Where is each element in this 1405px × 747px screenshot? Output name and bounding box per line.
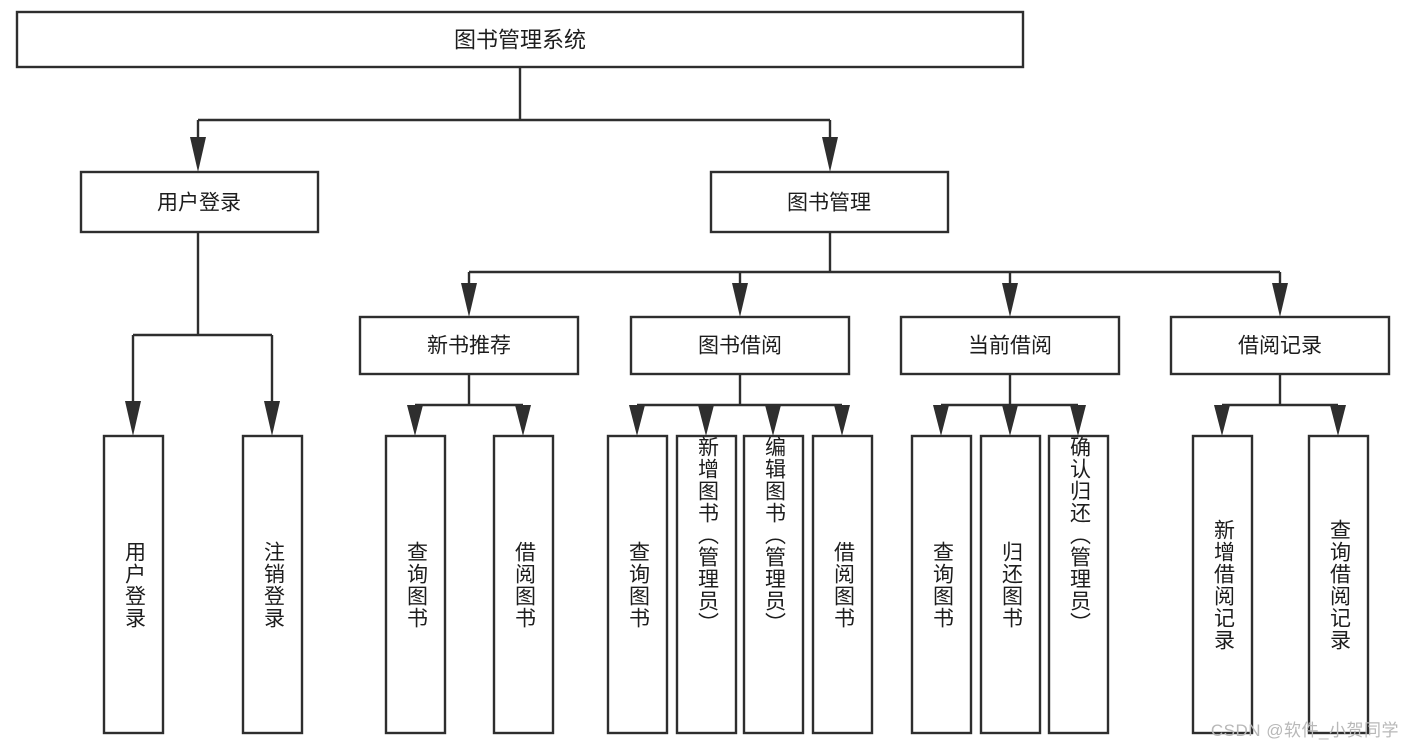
arrow-to-leaf-borrow-book-2: [834, 405, 850, 436]
leaf-box-borrow-book-1[interactable]: [492, 434, 555, 735]
arrow-to-leaf-query-book-1: [407, 405, 423, 436]
leaf-box-query-record[interactable]: [1307, 434, 1370, 735]
leaf-box-borrow-book-2[interactable]: [811, 434, 874, 735]
arrow-to-user-login: [190, 137, 206, 172]
new-book-recommend-box[interactable]: [358, 315, 580, 376]
leaf-box-query-book-1[interactable]: [384, 434, 447, 735]
arrow-to-leaf-add-record: [1214, 405, 1230, 436]
current-borrow-label: 当前借阅: [968, 335, 1052, 358]
book-manage-label: 图书管理: [787, 192, 871, 215]
leaf-box-query-book-2[interactable]: [606, 434, 669, 735]
book-borrow-label: 图书借阅: [698, 335, 782, 358]
node-new-book-recommend[interactable]: 新书推荐: [358, 315, 580, 376]
arrow-to-leaf-logout-login: [264, 401, 280, 436]
leaf-box-confirm-return[interactable]: [1047, 434, 1110, 735]
arrow-to-leaf-query-record: [1330, 405, 1346, 436]
node-book-manage[interactable]: 图书管理: [709, 170, 950, 234]
borrow-record-box[interactable]: [1169, 315, 1391, 376]
node-root[interactable]: 图书管理系统: [15, 10, 1025, 69]
node-current-borrow[interactable]: 当前借阅: [899, 315, 1121, 376]
arrow-to-leaf-return-book: [1002, 405, 1018, 436]
leaf-box-edit-book[interactable]: [742, 434, 805, 735]
user-login-box[interactable]: [79, 170, 320, 234]
new-book-recommend-label: 新书推荐: [427, 335, 511, 358]
arrow-to-borrow-record: [1272, 283, 1288, 317]
leaf-boxes: [102, 434, 1370, 735]
node-user-login[interactable]: 用户登录: [79, 170, 320, 234]
book-borrow-box[interactable]: [629, 315, 851, 376]
book-manage-box[interactable]: [709, 170, 950, 234]
arrow-to-new-book-recommend: [461, 283, 477, 317]
current-borrow-box[interactable]: [899, 315, 1121, 376]
arrow-to-leaf-query-book-2: [629, 405, 645, 436]
root-label: 图书管理系统: [454, 28, 586, 53]
arrow-to-leaf-confirm-return: [1070, 405, 1086, 436]
node-borrow-record[interactable]: 借阅记录: [1169, 315, 1391, 376]
root-box[interactable]: [15, 10, 1025, 69]
leaf-box-add-record[interactable]: [1191, 434, 1254, 735]
leaf-box-logout-login[interactable]: [241, 434, 304, 735]
leaf-box-add-book[interactable]: [675, 434, 738, 735]
arrow-to-leaf-edit-book: [765, 405, 781, 436]
leaf-box-user-login[interactable]: [102, 434, 165, 735]
csdn-watermark: CSDN @软件_小贺同学: [1210, 721, 1399, 740]
user-login-label: 用户登录: [157, 192, 241, 215]
arrow-to-leaf-query-book-3: [933, 405, 949, 436]
arrow-to-book-manage: [822, 137, 838, 172]
connectors: [125, 67, 1346, 436]
leaf-box-return-book[interactable]: [979, 434, 1042, 735]
node-book-borrow[interactable]: 图书借阅: [629, 315, 851, 376]
arrow-to-leaf-borrow-book-1: [515, 405, 531, 436]
arrow-to-book-borrow: [732, 283, 748, 317]
borrow-record-label: 借阅记录: [1238, 335, 1322, 358]
leaf-box-query-book-3[interactable]: [910, 434, 973, 735]
arrow-to-leaf-user-login: [125, 401, 141, 436]
arrow-to-leaf-add-book: [698, 405, 714, 436]
arrow-to-current-borrow: [1002, 283, 1018, 317]
